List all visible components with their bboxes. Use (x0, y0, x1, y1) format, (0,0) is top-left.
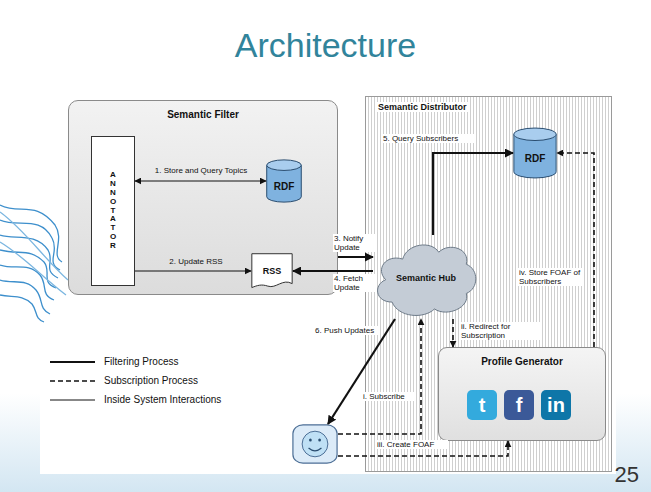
edge-label: iv. Store FOAF of Subscribers (518, 268, 584, 286)
connector (338, 256, 373, 258)
connector (433, 153, 513, 235)
user-icon (292, 424, 338, 464)
connector (135, 181, 266, 182)
page-number: 25 (615, 462, 639, 488)
slide-title: Architecture (0, 26, 651, 65)
edge-label: 6. Push Updates (314, 326, 380, 335)
wave-ornament (0, 205, 68, 322)
node-label: Semantic Filter (69, 109, 337, 120)
connector (557, 153, 594, 347)
connector (452, 319, 454, 347)
edge-label: ii. Redirect for Subscription (460, 322, 542, 340)
legend-text: Filtering Process (104, 356, 178, 367)
user-outline (292, 424, 338, 464)
legend-text: Subscription Process (104, 375, 198, 386)
legend-sample (50, 361, 95, 363)
edge-label: 4. Fetch Update (333, 274, 375, 292)
node-label: RSS (263, 266, 282, 276)
connector (135, 271, 251, 272)
rdf-cylinder: RDF (266, 159, 302, 203)
edge-label: 2. Update RSS (140, 257, 252, 266)
edge-label: 5. Query Subscribers (382, 134, 474, 143)
node-label: RDF (274, 181, 295, 192)
node-label: Profile Generator (439, 356, 605, 367)
rss-document: RSS (251, 253, 293, 289)
legend-text: Inside System Interactions (104, 394, 221, 405)
connector (293, 270, 373, 272)
connector (338, 441, 508, 456)
profile-box: Profile Generator tfin (438, 347, 606, 441)
node-label: Semantic Distributor (376, 102, 469, 112)
linkedin-icon: in (541, 390, 571, 420)
edge-label: iii. Create FOAF (376, 440, 448, 449)
connector (338, 319, 421, 434)
facebook-icon: f (504, 390, 534, 420)
twitter-icon: t (467, 390, 497, 420)
rdf-cylinder: RDF (513, 127, 557, 179)
node-label: Semantic Hub (396, 273, 456, 283)
node-label: RDF (525, 153, 546, 164)
edge-label: 1. Store and Query Topics (140, 166, 262, 175)
annotator-box: ANNOTATOR (91, 136, 135, 286)
hub-cloud: Semantic Hub (373, 235, 479, 321)
edge-label: i. Subscribe (362, 392, 416, 401)
edge-label: 3. Notify Update (333, 234, 375, 252)
legend-sample (50, 380, 95, 382)
vertical-label: ANNOTATOR (109, 171, 117, 250)
legend-sample (50, 400, 95, 401)
diagram-ground (40, 94, 616, 474)
